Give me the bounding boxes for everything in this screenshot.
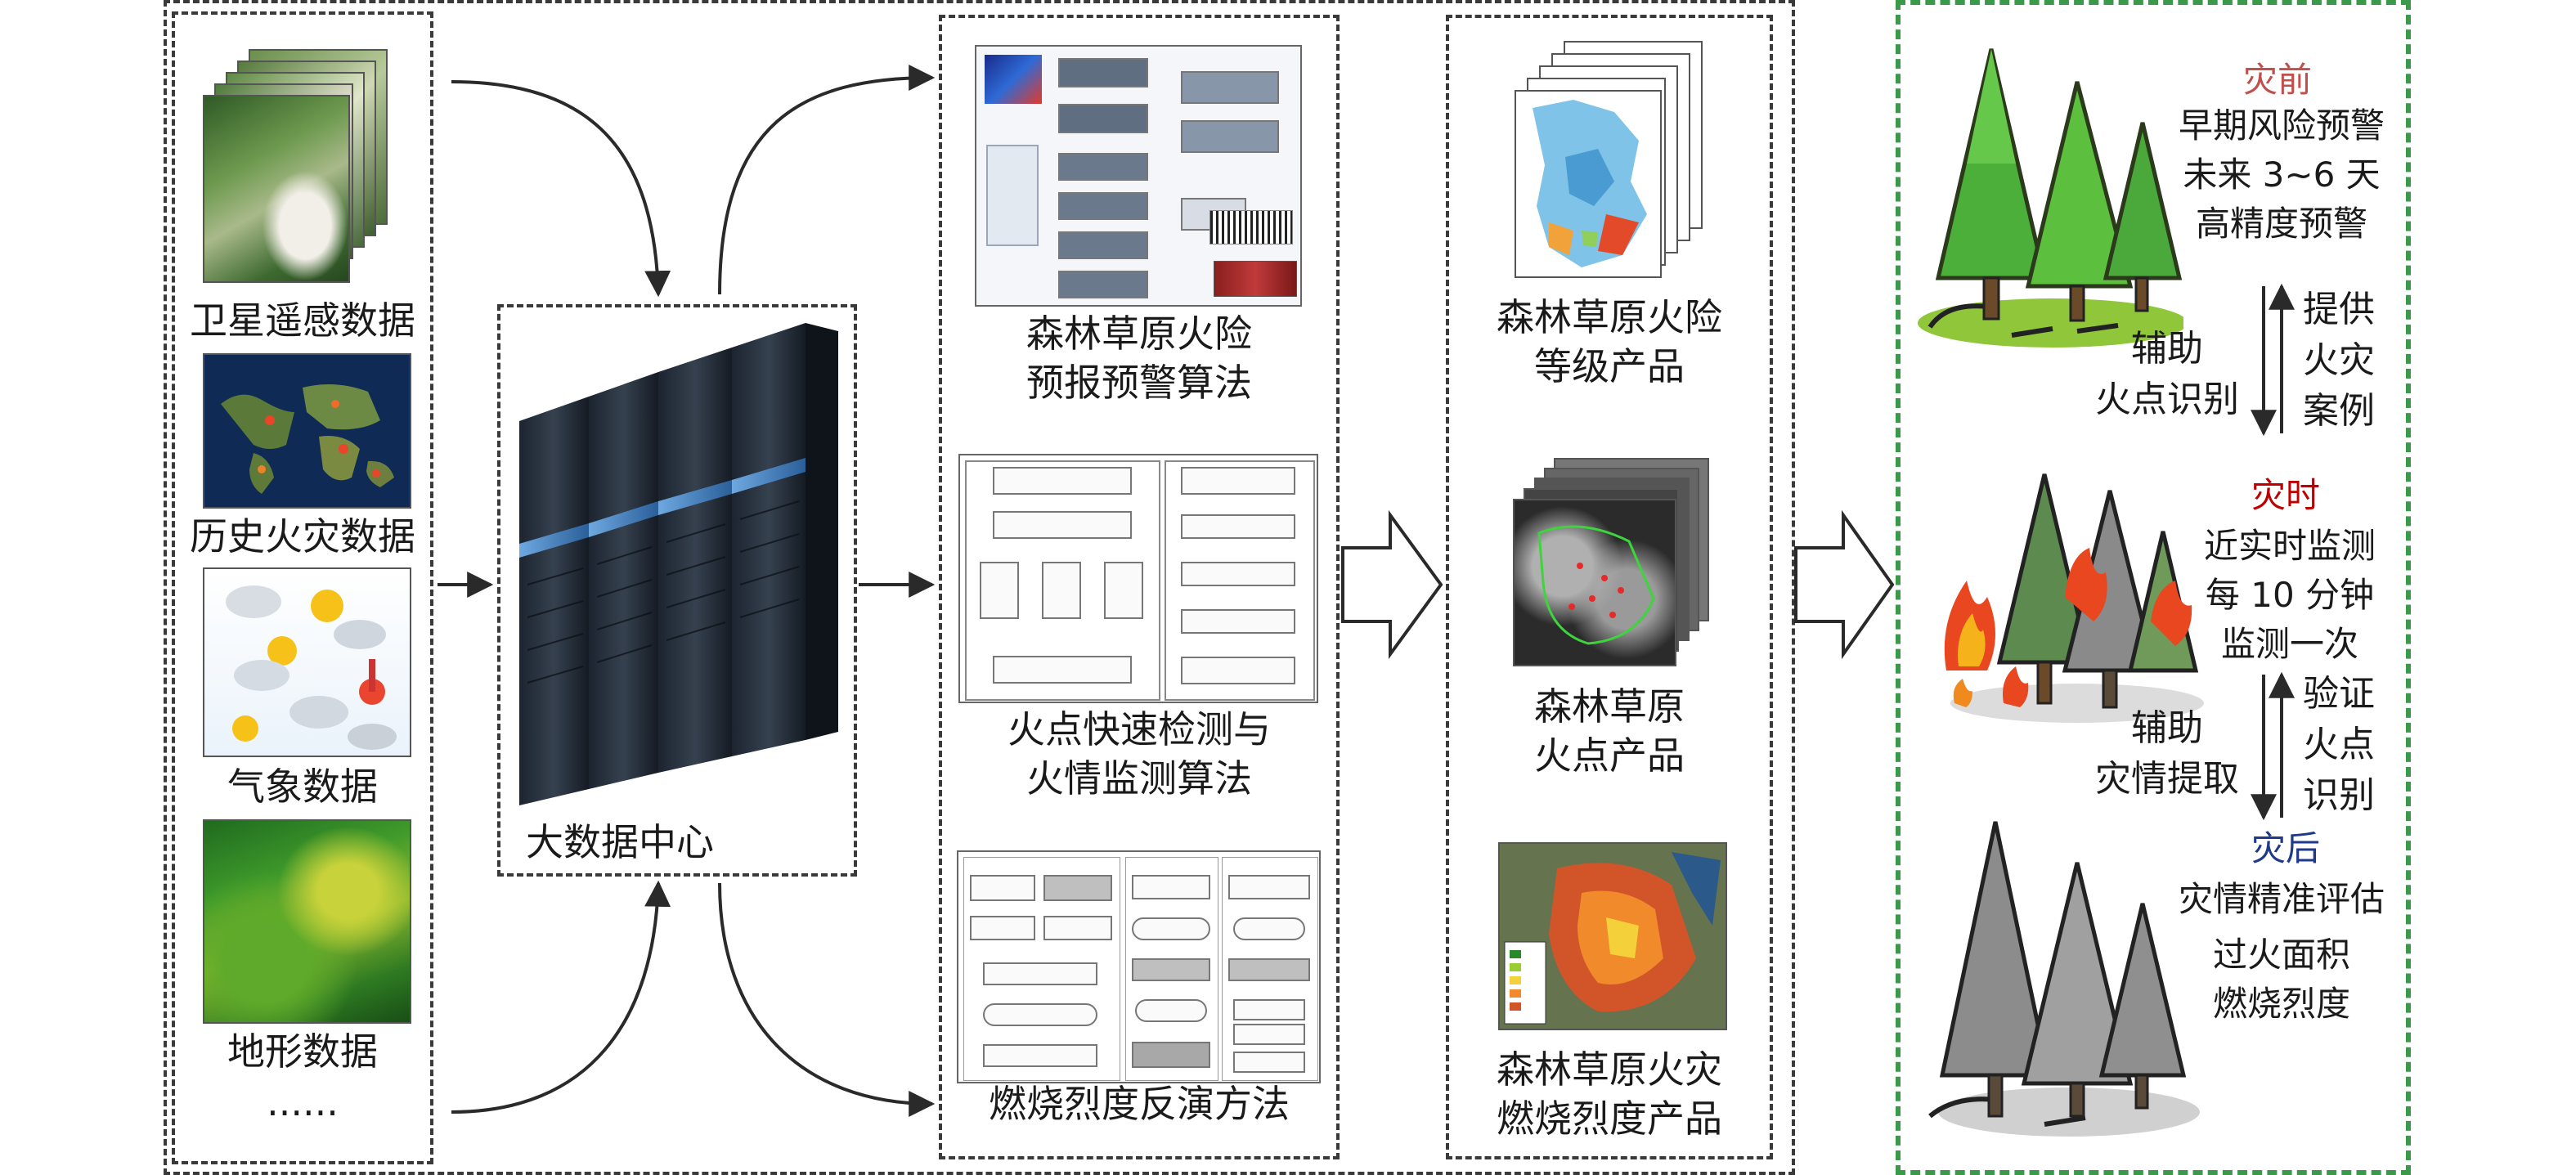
stage-during-title: 灾时 bbox=[2251, 475, 2320, 515]
input-label-weather: 气象数据 bbox=[227, 765, 378, 809]
stage-after-title: 灾后 bbox=[2251, 828, 2320, 868]
stages-frame bbox=[1896, 0, 2411, 1175]
link1-right-line3: 案例 bbox=[2303, 390, 2375, 432]
stage-before-title: 灾前 bbox=[2242, 60, 2312, 100]
arrow-inputs-to-center-bottom bbox=[451, 880, 671, 1114]
inputs-column-frame bbox=[172, 11, 433, 1164]
block-arrow-algorithms-to-products bbox=[1341, 509, 1443, 660]
terrain-dem-image bbox=[203, 819, 411, 1024]
link1-left-line2: 火点识别 bbox=[2095, 379, 2239, 420]
product-label-fire-line2: 火点产品 bbox=[1534, 733, 1685, 778]
stage-before-line2: 未来 3~6 天 bbox=[2183, 155, 2381, 195]
product-label-burn-line2: 燃烧烈度产品 bbox=[1497, 1097, 1722, 1141]
algorithm-label-fire-line1: 火点快速检测与 bbox=[1008, 707, 1271, 751]
stage-during-line3: 监测一次 bbox=[2220, 624, 2358, 664]
input-label-more: ...... bbox=[267, 1080, 339, 1124]
stage-after-line2: 过火面积 bbox=[2212, 935, 2350, 975]
server-rack-image bbox=[511, 323, 842, 814]
algorithm-label-burn: 燃烧烈度反演方法 bbox=[989, 1082, 1290, 1126]
product-label-risk-line2: 等级产品 bbox=[1534, 344, 1685, 388]
link1-left-line1: 辅助 bbox=[2131, 328, 2203, 370]
risk-product-map-stack bbox=[1515, 41, 1711, 278]
after-burnt-trees-icon bbox=[1922, 814, 2200, 1141]
main-frame bbox=[164, 0, 1795, 1175]
product-label-burn-line1: 森林草原火灾 bbox=[1497, 1047, 1722, 1092]
link2-right-line3: 识别 bbox=[2303, 774, 2375, 816]
product-label-fire-line1: 森林草原 bbox=[1534, 684, 1685, 729]
link1-right-line2: 火灾 bbox=[2303, 339, 2375, 381]
link1-right-line1: 提供 bbox=[2303, 289, 2375, 330]
fire-detection-flowchart bbox=[958, 454, 1318, 703]
history-fire-map bbox=[203, 353, 411, 509]
center-label: 大数据中心 bbox=[526, 820, 714, 864]
input-label-terrain: 地形数据 bbox=[227, 1029, 378, 1074]
link2-right-line1: 验证 bbox=[2303, 673, 2375, 715]
risk-algorithm-flowchart bbox=[975, 45, 1302, 307]
burn-product-map bbox=[1498, 842, 1727, 1030]
product-label-risk-line1: 森林草原火险 bbox=[1497, 295, 1722, 339]
algorithm-label-risk-line2: 预报预警算法 bbox=[1026, 361, 1252, 405]
link2-right-line2: 火点 bbox=[2303, 724, 2375, 765]
stage-during-line1: 近实时监测 bbox=[2203, 526, 2376, 566]
stage-before-line3: 高精度预警 bbox=[2195, 204, 2367, 244]
input-label-satellite: 卫星遥感数据 bbox=[190, 298, 415, 343]
input-label-history: 历史火灾数据 bbox=[190, 514, 415, 558]
before-green-trees-icon bbox=[1914, 33, 2188, 352]
weather-icons-image bbox=[203, 567, 411, 757]
stage-during-line2: 每 10 分钟 bbox=[2205, 575, 2375, 615]
fire-product-image-stack bbox=[1513, 458, 1717, 666]
algorithm-label-fire-line2: 火情监测算法 bbox=[1026, 756, 1252, 801]
algorithm-label-risk-line1: 森林草原火险 bbox=[1026, 312, 1252, 356]
stage-after-line1: 灾情精准评估 bbox=[2178, 879, 2385, 919]
arrow-center-to-burn bbox=[718, 882, 936, 1117]
block-arrow-products-to-stages bbox=[1794, 509, 1895, 660]
during-burning-trees-icon bbox=[1930, 458, 2208, 728]
link2-left-line2: 灾情提取 bbox=[2095, 758, 2239, 800]
center-frame bbox=[497, 304, 857, 877]
stage-before-line1: 早期风险预警 bbox=[2178, 105, 2385, 146]
algorithms-frame bbox=[939, 15, 1340, 1159]
link2-left-line1: 辅助 bbox=[2131, 707, 2203, 749]
products-frame bbox=[1446, 15, 1773, 1159]
arrow-inputs-to-center-top bbox=[451, 80, 671, 298]
burn-severity-flowchart bbox=[957, 850, 1321, 1083]
satellite-image-stack bbox=[203, 49, 391, 286]
arrow-center-to-risk bbox=[718, 65, 936, 295]
stage-after-line3: 燃烧烈度 bbox=[2212, 984, 2350, 1024]
